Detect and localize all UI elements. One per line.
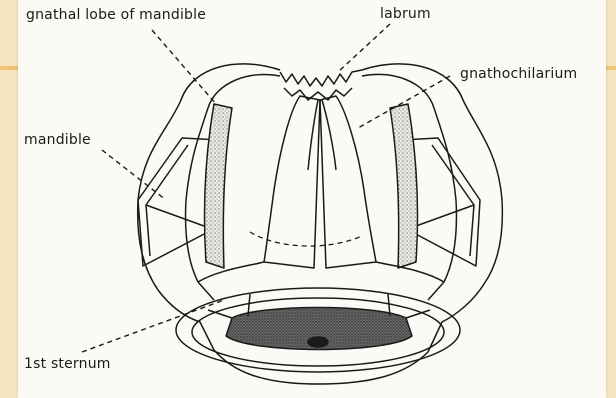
labrum-shape (280, 70, 362, 86)
label-labrum: labrum (380, 6, 431, 22)
left-gnathal-lobe (204, 104, 232, 268)
label-gnathal-lobe: gnathal lobe of mandible (26, 7, 206, 23)
right-gnathal-lobe (390, 104, 418, 268)
label-gnathochilarium: gnathochilarium (460, 66, 577, 82)
diagram-figure: gnathal lobe of mandible labrum gnathoch… (18, 0, 606, 398)
gnathochilarium-left-plate (264, 96, 320, 268)
label-first-sternum: 1st sternum (24, 356, 111, 372)
millipede-head-diagram (18, 0, 606, 398)
label-mandible: mandible (24, 132, 91, 148)
